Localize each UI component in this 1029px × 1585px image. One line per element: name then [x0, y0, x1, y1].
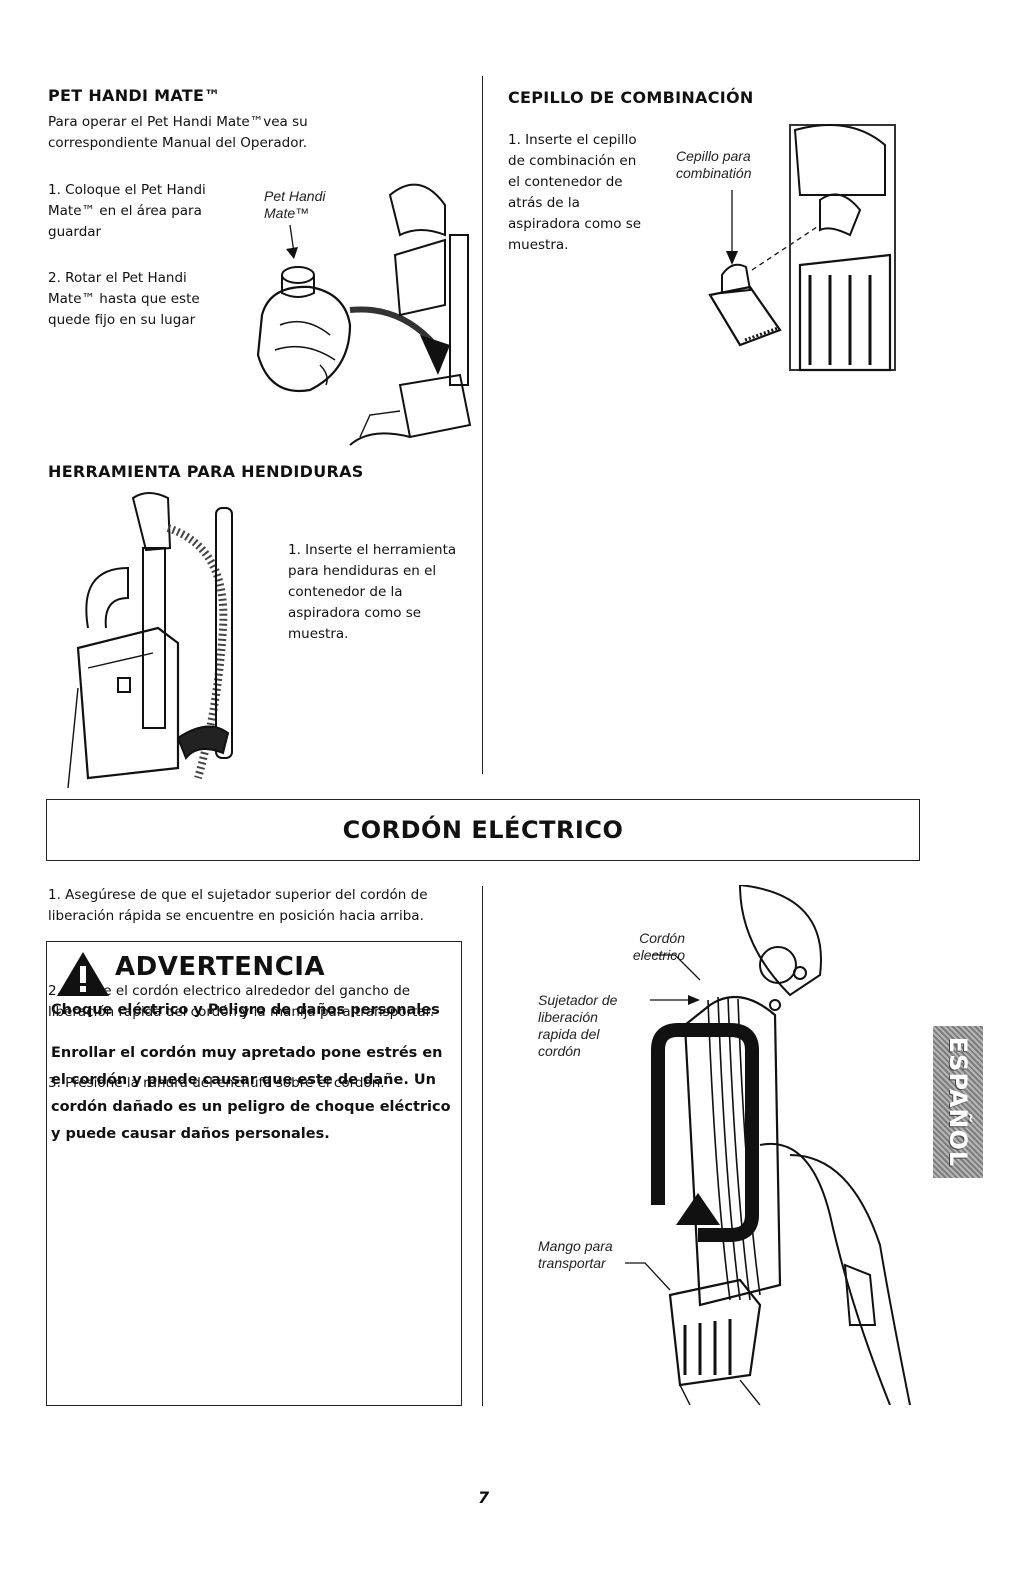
espanol-tab-label: ESPAÑOL — [944, 1036, 973, 1168]
cepillo-step-1: 1. Inserte el cepillo de combinación en … — [508, 132, 642, 253]
pet-handi-mate-step-1: 1. Coloque el Pet Handi Mate™ en el área… — [48, 182, 206, 240]
herramienta-step-1: 1. Inserte el herramienta para hendidura… — [288, 542, 457, 642]
pet-handi-mate-figure-label: Pet Handi Mate™ — [264, 188, 326, 221]
page-number: 7 — [478, 1488, 490, 1507]
warning-triangle-icon — [57, 952, 109, 996]
warning-title: ADVERTENCIA — [115, 952, 326, 982]
cordon-illustration — [625, 885, 911, 1405]
herramienta-illustration — [67, 492, 233, 788]
pet-handi-mate-step-2: 2. Rotar el Pet Handi Mate™ hasta que es… — [48, 270, 200, 328]
warning-box: ADVERTENCIA Choque eléctrico y Peligro d… — [46, 941, 462, 1406]
cordon-step-1: 1. Asegúrese de que el sujetador superio… — [48, 887, 428, 924]
cordon-electrico-heading: CORDÓN ELÉCTRICO — [342, 816, 624, 844]
label-mango: Mango para transportar — [538, 1238, 613, 1271]
warning-subtitle: Choque eléctrico y Peligro de daños pers… — [51, 1002, 440, 1018]
cepillo-illustration — [708, 124, 896, 372]
pet-handi-mate-heading: PET HANDI MATE™ — [48, 86, 221, 105]
pet-handi-mate-intro: Para operar el Pet Handi Mate™vea su cor… — [48, 114, 308, 151]
pet-handi-mate-illustration — [256, 183, 472, 446]
cepillo-heading: CEPILLO DE COMBINACIÓN — [508, 88, 754, 107]
cordon-electrico-banner: CORDÓN ELÉCTRICO — [46, 799, 920, 861]
label-sujetador: Sujetador de liberación rapida del cordó… — [538, 992, 618, 1059]
herramienta-heading: HERRAMIENTA PARA HENDIDURAS — [48, 462, 364, 481]
cepillo-figure-label: Cepillo para combinatión — [676, 148, 752, 181]
top-column-divider — [482, 76, 483, 774]
warning-body: Enrollar el cordón muy apretado pone est… — [51, 1045, 451, 1142]
espanol-side-tab: ESPAÑOL — [933, 1026, 983, 1178]
cordon-step-3: 3. Presione la ranura del enchufe sobre … — [48, 1075, 385, 1091]
cordon-step-2: 2. Enrolle el cordón electrico alrededor… — [48, 983, 435, 1020]
bottom-column-divider — [482, 886, 483, 1406]
